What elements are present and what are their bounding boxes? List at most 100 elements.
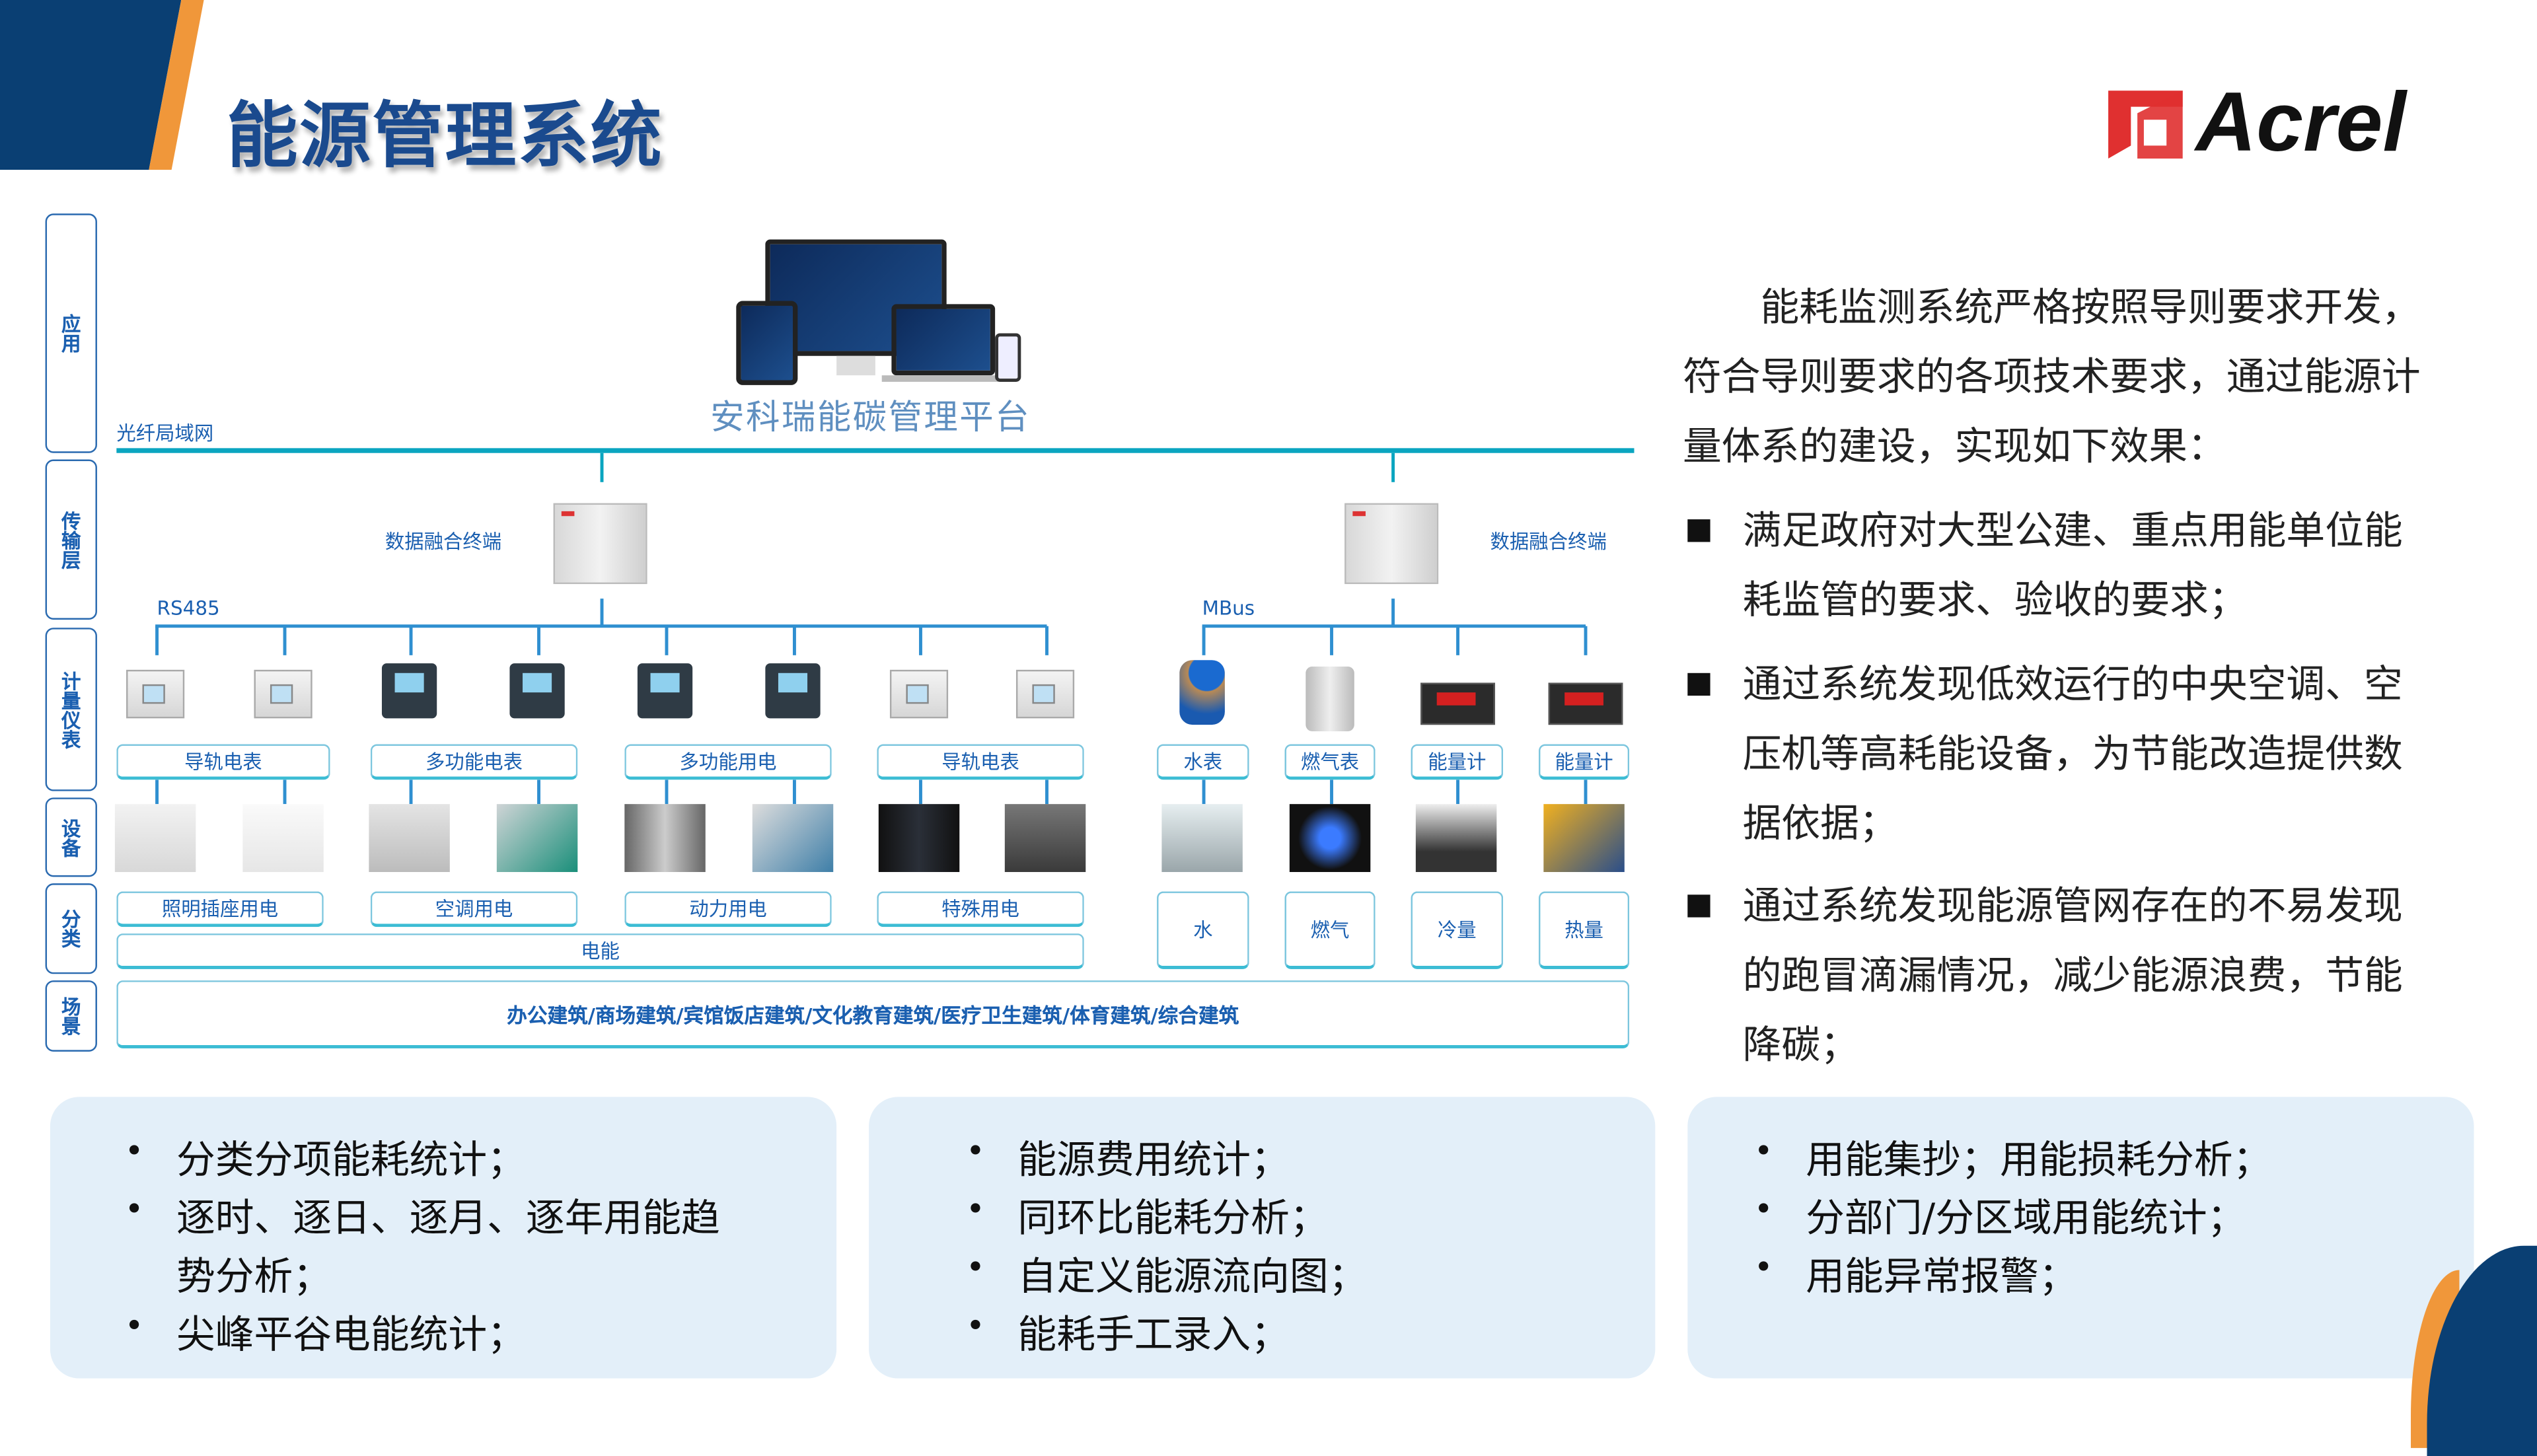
meter-group-multi-2: 多功能用电	[624, 744, 832, 780]
acrel-logo-icon	[2108, 91, 2183, 159]
laptop-icon	[891, 304, 996, 376]
connector	[1202, 780, 1205, 805]
category-water: 水	[1157, 891, 1249, 969]
connector	[1584, 626, 1587, 655]
platform-devices-image	[736, 239, 1027, 385]
server-rack-image	[878, 804, 960, 873]
bullet-icon: •	[124, 1305, 144, 1345]
connector	[1202, 626, 1205, 655]
meter-group-din-1: 导轨电表	[116, 744, 330, 780]
network-label: 光纤局域网	[116, 422, 214, 445]
category-electricity: 电能	[116, 933, 1084, 969]
connector	[793, 626, 795, 655]
feature-item: 分类分项能耗统计；	[176, 1137, 526, 1183]
connector	[1330, 780, 1333, 805]
bullet-icon: •	[124, 1189, 144, 1228]
kitchen-image	[1004, 804, 1086, 873]
feature-panel-1	[50, 1097, 837, 1379]
energy-meter-icon	[1548, 682, 1623, 725]
mbus-bus-line	[1202, 624, 1586, 627]
layer-metering: 计量仪表	[45, 628, 97, 791]
meter-group-din-2: 导轨电表	[877, 744, 1084, 780]
motor-pump-image	[752, 804, 834, 873]
monitor-stand	[836, 355, 875, 376]
connector	[409, 626, 412, 655]
air-conditioner-image	[369, 804, 450, 873]
category-hvac: 空调用电	[370, 891, 578, 928]
feature-item: 逐时、逐日、逐月、逐年用能趋	[176, 1195, 720, 1241]
feature-item: 同环比能耗分析；	[1017, 1195, 1329, 1241]
water-meter-label: 水表	[1157, 744, 1249, 780]
terminal-right-label: 数据融合终端	[1490, 530, 1607, 554]
connector	[1456, 780, 1459, 805]
platform-name: 安科瑞能碳管理平台	[710, 398, 1031, 437]
multifunction-meter-icon	[637, 663, 693, 719]
rs485-bus-line	[155, 624, 1047, 627]
meter-display	[1436, 692, 1476, 706]
tablet-icon	[736, 301, 798, 385]
square-bullet-icon	[1687, 519, 1710, 542]
connector	[1391, 453, 1395, 482]
category-special: 特殊用电	[877, 891, 1084, 928]
multifunction-meter-icon	[381, 663, 437, 719]
elevator-image	[624, 804, 706, 873]
multifunction-meter-icon	[765, 663, 821, 719]
energy-meter-label-1: 能量计	[1411, 744, 1504, 780]
feature-item: 用能异常报警；	[1806, 1253, 2078, 1299]
connector	[600, 599, 603, 626]
connector	[537, 626, 540, 655]
connector	[1330, 626, 1333, 655]
terminal-left-label: 数据融合终端	[385, 530, 502, 554]
intro-paragraph: 能耗监测系统严格按照导则要求开发，符合导则要求的各项技术要求，通过能源计量体系的…	[1682, 285, 2421, 470]
layer-application: 应用	[45, 213, 97, 453]
layer-scene: 场景	[45, 980, 97, 1052]
category-gas: 燃气	[1284, 891, 1376, 969]
faucet-image	[1161, 804, 1243, 873]
socket-image	[242, 804, 324, 873]
chiller-image	[1415, 804, 1497, 873]
din-rail-meter-icon	[1015, 669, 1075, 719]
connector	[1456, 626, 1459, 655]
intro-bullet-3: 通过系统发现能源管网存在的不易发现的跑冒滴漏情况，减少能源浪费，节能降碳；	[1742, 883, 2403, 1068]
feature-panel-3	[1687, 1097, 2474, 1379]
square-bullet-icon	[1687, 894, 1710, 918]
connector	[537, 780, 540, 805]
connector	[155, 780, 158, 805]
data-terminal-right-icon	[1344, 503, 1439, 585]
feature-item: 势分析；	[176, 1253, 332, 1299]
laptop-base	[881, 375, 1005, 382]
gas-stove-image	[1289, 804, 1371, 873]
water-pump-image	[496, 804, 578, 873]
data-terminal-left-icon	[553, 503, 647, 585]
lamp-image	[114, 804, 196, 873]
bullet-icon: •	[1753, 1189, 1773, 1228]
layer-category: 分类	[45, 883, 97, 974]
connector	[155, 626, 158, 655]
page-title: 能源管理系统	[226, 95, 664, 178]
feature-item: 分部门/分区域用能统计；	[1806, 1195, 2246, 1241]
connector	[409, 780, 412, 805]
category-lighting: 照明插座用电	[116, 891, 324, 928]
category-power: 动力用电	[624, 891, 832, 928]
din-rail-meter-icon	[254, 669, 313, 719]
bullet-icon: •	[966, 1189, 985, 1228]
meter-display	[1564, 692, 1603, 706]
layer-device: 设备	[45, 797, 97, 877]
din-rail-meter-icon	[889, 669, 949, 719]
connector	[665, 626, 668, 655]
connector	[283, 780, 286, 805]
connector	[1045, 780, 1048, 805]
connector	[1391, 599, 1394, 626]
gas-meter-label: 燃气表	[1284, 744, 1376, 780]
feature-panel-2	[869, 1097, 1656, 1379]
connector	[919, 626, 922, 655]
feature-item: 自定义能源流向图；	[1017, 1253, 1368, 1299]
square-bullet-icon	[1687, 673, 1710, 696]
logo-text: Acrel	[2195, 76, 2406, 170]
intro-bullet-2: 通过系统发现低效运行的中央空调、空压机等高耗能设备，为节能改造提供数据依据；	[1742, 661, 2403, 846]
connector	[600, 453, 604, 482]
intro-bullet-1: 满足政府对大型公建、重点用能单位能耗监管的要求、验收的要求；	[1742, 507, 2403, 623]
mbus-label: MBus	[1202, 597, 1255, 620]
scene-buildings: 办公建筑/商场建筑/宾馆饭店建筑/文化教育建筑/医疗卫生建筑/体育建筑/综合建筑	[116, 980, 1630, 1048]
feature-item: 能耗手工录入；	[1017, 1312, 1290, 1358]
